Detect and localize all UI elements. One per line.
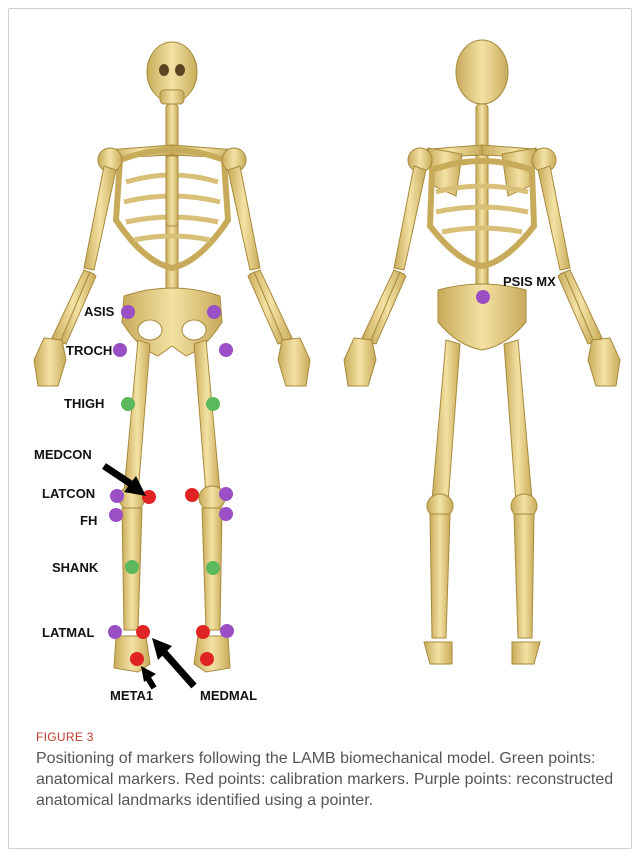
marker-fh-left bbox=[109, 508, 123, 522]
label-thigh: THIGH bbox=[64, 396, 104, 411]
label-medmal: MEDMAL bbox=[200, 688, 257, 703]
label-latcon: LATCON bbox=[42, 486, 95, 501]
marker-latmal-left bbox=[108, 625, 122, 639]
marker-shank-left bbox=[125, 560, 139, 574]
marker-medcon-right bbox=[185, 488, 199, 502]
marker-latcon-right bbox=[219, 487, 233, 501]
label-latmal: LATMAL bbox=[42, 625, 95, 640]
marker-meta1-right bbox=[200, 652, 214, 666]
marker-thigh-right bbox=[206, 397, 220, 411]
marker-psis bbox=[476, 290, 490, 304]
skeleton-figure: ASIS TROCH THIGH MEDCON LATCON FH SHANK … bbox=[0, 0, 640, 720]
back-spine bbox=[476, 104, 488, 299]
back-skeleton bbox=[344, 40, 620, 664]
marker-medmal-left bbox=[136, 625, 150, 639]
marker-medcon-left bbox=[142, 490, 156, 504]
marker-latmal-right bbox=[220, 624, 234, 638]
label-medcon: MEDCON bbox=[34, 447, 92, 462]
marker-asis-right bbox=[207, 305, 221, 319]
meta1-arrow bbox=[148, 678, 154, 688]
label-psis-mx: PSIS MX bbox=[503, 274, 556, 289]
marker-latcon-left bbox=[110, 489, 124, 503]
medmal-arrow bbox=[162, 650, 194, 686]
label-asis: ASIS bbox=[84, 304, 115, 319]
marker-fh-right bbox=[219, 507, 233, 521]
label-shank: SHANK bbox=[52, 560, 99, 575]
label-troch: TROCH bbox=[66, 343, 112, 358]
marker-medmal-right bbox=[196, 625, 210, 639]
marker-troch-right bbox=[219, 343, 233, 357]
label-fh: FH bbox=[80, 513, 97, 528]
marker-meta1-left bbox=[130, 652, 144, 666]
figure-number: FIGURE 3 bbox=[36, 730, 626, 744]
marker-thigh-left bbox=[121, 397, 135, 411]
label-meta1: META1 bbox=[110, 688, 153, 703]
marker-troch-left bbox=[113, 343, 127, 357]
back-skull bbox=[456, 40, 508, 104]
marker-asis-left bbox=[121, 305, 135, 319]
figure-caption: FIGURE 3 Positioning of markers followin… bbox=[36, 730, 626, 811]
caption-text: Positioning of markers following the LAM… bbox=[36, 748, 626, 811]
marker-shank-right bbox=[206, 561, 220, 575]
